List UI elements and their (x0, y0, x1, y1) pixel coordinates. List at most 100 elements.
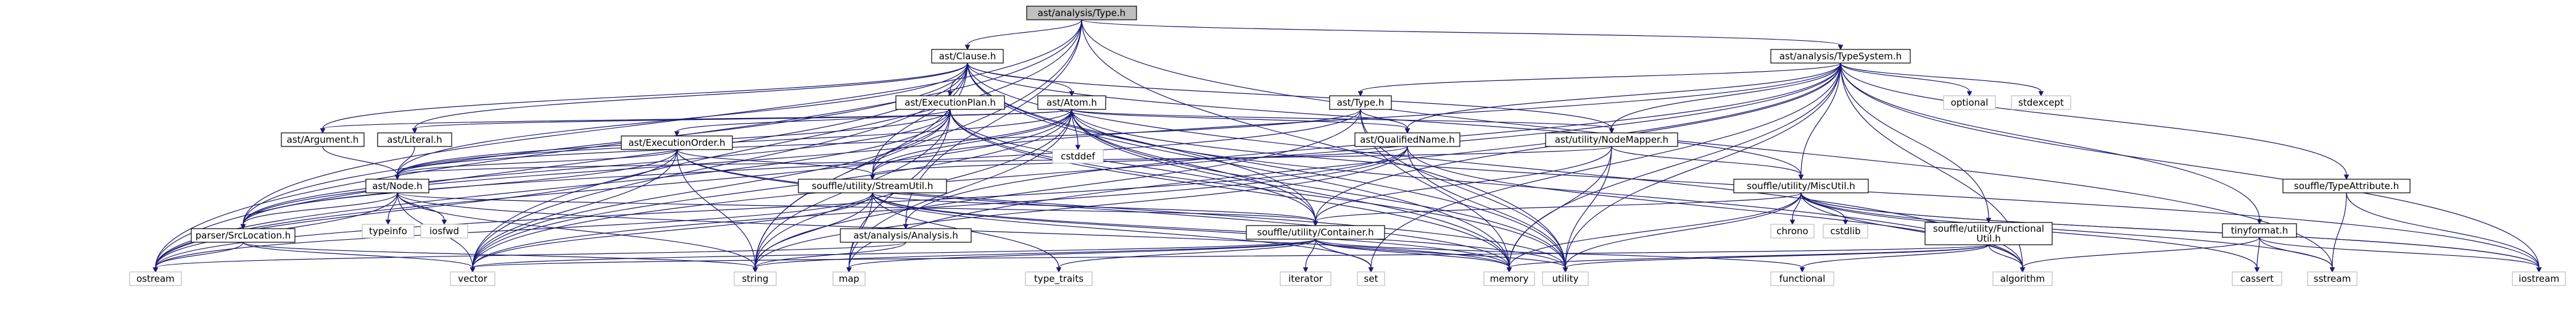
node-box (1026, 6, 1137, 20)
edge-arrowhead (2343, 174, 2350, 180)
node-box (798, 179, 947, 193)
node-label: string (742, 273, 768, 284)
node-box (1357, 271, 1385, 286)
node-container[interactable]: souffle/utility/Container.h (1246, 225, 1385, 240)
edge-typesystem-to-map (846, 62, 1841, 273)
edge-argument-to-node (322, 146, 400, 180)
node-memory: memory (1483, 271, 1535, 286)
edge-line (1071, 109, 1316, 222)
node-type_traits: type_traits (1025, 271, 1093, 286)
node-box (1943, 95, 1996, 110)
node-root[interactable]: ast/analysis/Type.h (1026, 6, 1137, 20)
edge-arrowhead (846, 267, 852, 273)
edge-clause-to-atom (967, 62, 1075, 97)
edge-line (1071, 109, 1510, 268)
node-label: optional (1951, 97, 1989, 108)
node-typeattr[interactable]: souffle/TypeAttribute.h (2282, 179, 2411, 193)
edge-asttype-to-qualname (1360, 109, 1410, 134)
node-execorder[interactable]: ast/ExecutionOrder.h (621, 135, 733, 150)
edge-line (1315, 239, 1566, 268)
node-literal[interactable]: ast/Literal.h (377, 132, 452, 147)
node-iterator: iterator (1280, 271, 1331, 286)
node-box (420, 224, 468, 239)
node-box (450, 271, 495, 286)
edge-line (414, 109, 1072, 129)
node-chrono: chrono (1770, 224, 1815, 239)
node-sstream: sstream (2307, 271, 2358, 286)
edge-root-to-clause (964, 19, 1082, 51)
node-miscutil[interactable]: souffle/utility/MiscUtil.h (1733, 179, 1869, 193)
node-box (621, 135, 733, 150)
edge-atom-to-nodemapper (1071, 109, 1615, 134)
edge-clause-to-literal (412, 62, 968, 134)
node-typesystem[interactable]: ast/analysis/TypeSystem.h (1770, 49, 1911, 64)
node-nodemapper[interactable]: ast/utility/NodeMapper.h (1545, 132, 1678, 147)
edge-line (1305, 239, 1316, 268)
node-clause[interactable]: ast/Clause.h (931, 49, 1004, 64)
node-box (734, 271, 777, 286)
node-label: souffle/TypeAttribute.h (2294, 180, 2399, 192)
node-label: cstdlib (1830, 226, 1860, 237)
edge-line (676, 109, 951, 132)
node-argument[interactable]: ast/Argument.h (281, 132, 365, 147)
node-box (1545, 132, 1678, 147)
node-box (281, 132, 365, 147)
edge-clause-to-argument (320, 62, 968, 134)
node-label: ast/ExecutionPlan.h (905, 97, 996, 108)
edge-line (1081, 19, 1566, 268)
edge-line (155, 19, 1082, 268)
edge-line (472, 109, 951, 268)
node-asttype[interactable]: ast/Type.h (1329, 95, 1392, 110)
node-label: algorithm (2000, 273, 2045, 284)
edge-line (755, 242, 906, 268)
node-label: iosfwd (429, 226, 459, 237)
edge-line (1840, 62, 2260, 220)
edge-arrowhead (1609, 128, 1615, 134)
edge-srcloc-to-ostream (152, 242, 244, 273)
edge-arrowhead (1789, 219, 1795, 226)
node-atom[interactable]: ast/Atom.h (1037, 95, 1106, 110)
edge-arrowhead (2254, 267, 2260, 273)
edge-arrowhead (1562, 267, 1568, 273)
edge-line (2256, 237, 2260, 268)
edge-line (1800, 192, 2023, 268)
node-label: ast/Atom.h (1046, 97, 1097, 108)
edge-line (1611, 62, 1841, 129)
node-label: ast/Node.h (372, 180, 422, 192)
edge-analysis-to-string (752, 242, 906, 273)
node-box (1770, 49, 1911, 64)
node-execplan[interactable]: ast/ExecutionPlan.h (895, 95, 1005, 110)
edge-line (397, 192, 756, 268)
node-label: ast/analysis/Type.h (1038, 7, 1125, 19)
edge-line (472, 192, 873, 268)
node-label: souffle/utility/Functional (1933, 223, 2044, 234)
node-streamutil[interactable]: souffle/utility/StreamUtil.h (798, 179, 947, 193)
node-box (1992, 271, 2053, 286)
node-srcloc[interactable]: parser/SrcLocation.h (191, 228, 296, 243)
node-box (1924, 222, 2053, 245)
edge-line (872, 192, 1566, 268)
edge-line (967, 19, 1082, 46)
edge-arrowhead (2019, 267, 2026, 273)
node-box (1354, 132, 1460, 147)
node-vector: vector (450, 271, 495, 286)
edge-line (2259, 237, 2333, 268)
node-box (1329, 95, 1392, 110)
edge-line (755, 239, 1316, 268)
edge-line (1611, 146, 1802, 176)
node-analysis[interactable]: ast/analysis/Analysis.h (840, 228, 972, 243)
node-stdexcept: stdexcept (2011, 95, 2071, 110)
node-node[interactable]: ast/Node.h (365, 179, 429, 193)
edge-arrowhead (394, 174, 400, 180)
edge-funcutil-to-functional (1799, 244, 1989, 273)
edge-line (755, 192, 873, 268)
edge-line (676, 149, 873, 176)
node-tinyformat[interactable]: tinyformat.h (2222, 223, 2297, 238)
edge-line (1840, 62, 2540, 268)
edge-line (1802, 244, 1989, 268)
node-qualname[interactable]: ast/QualifiedName.h (1354, 132, 1460, 147)
edge-typeattr-to-sstream (2329, 192, 2347, 273)
node-string: string (734, 271, 777, 286)
node-cstddef: cstddef (1052, 149, 1104, 164)
